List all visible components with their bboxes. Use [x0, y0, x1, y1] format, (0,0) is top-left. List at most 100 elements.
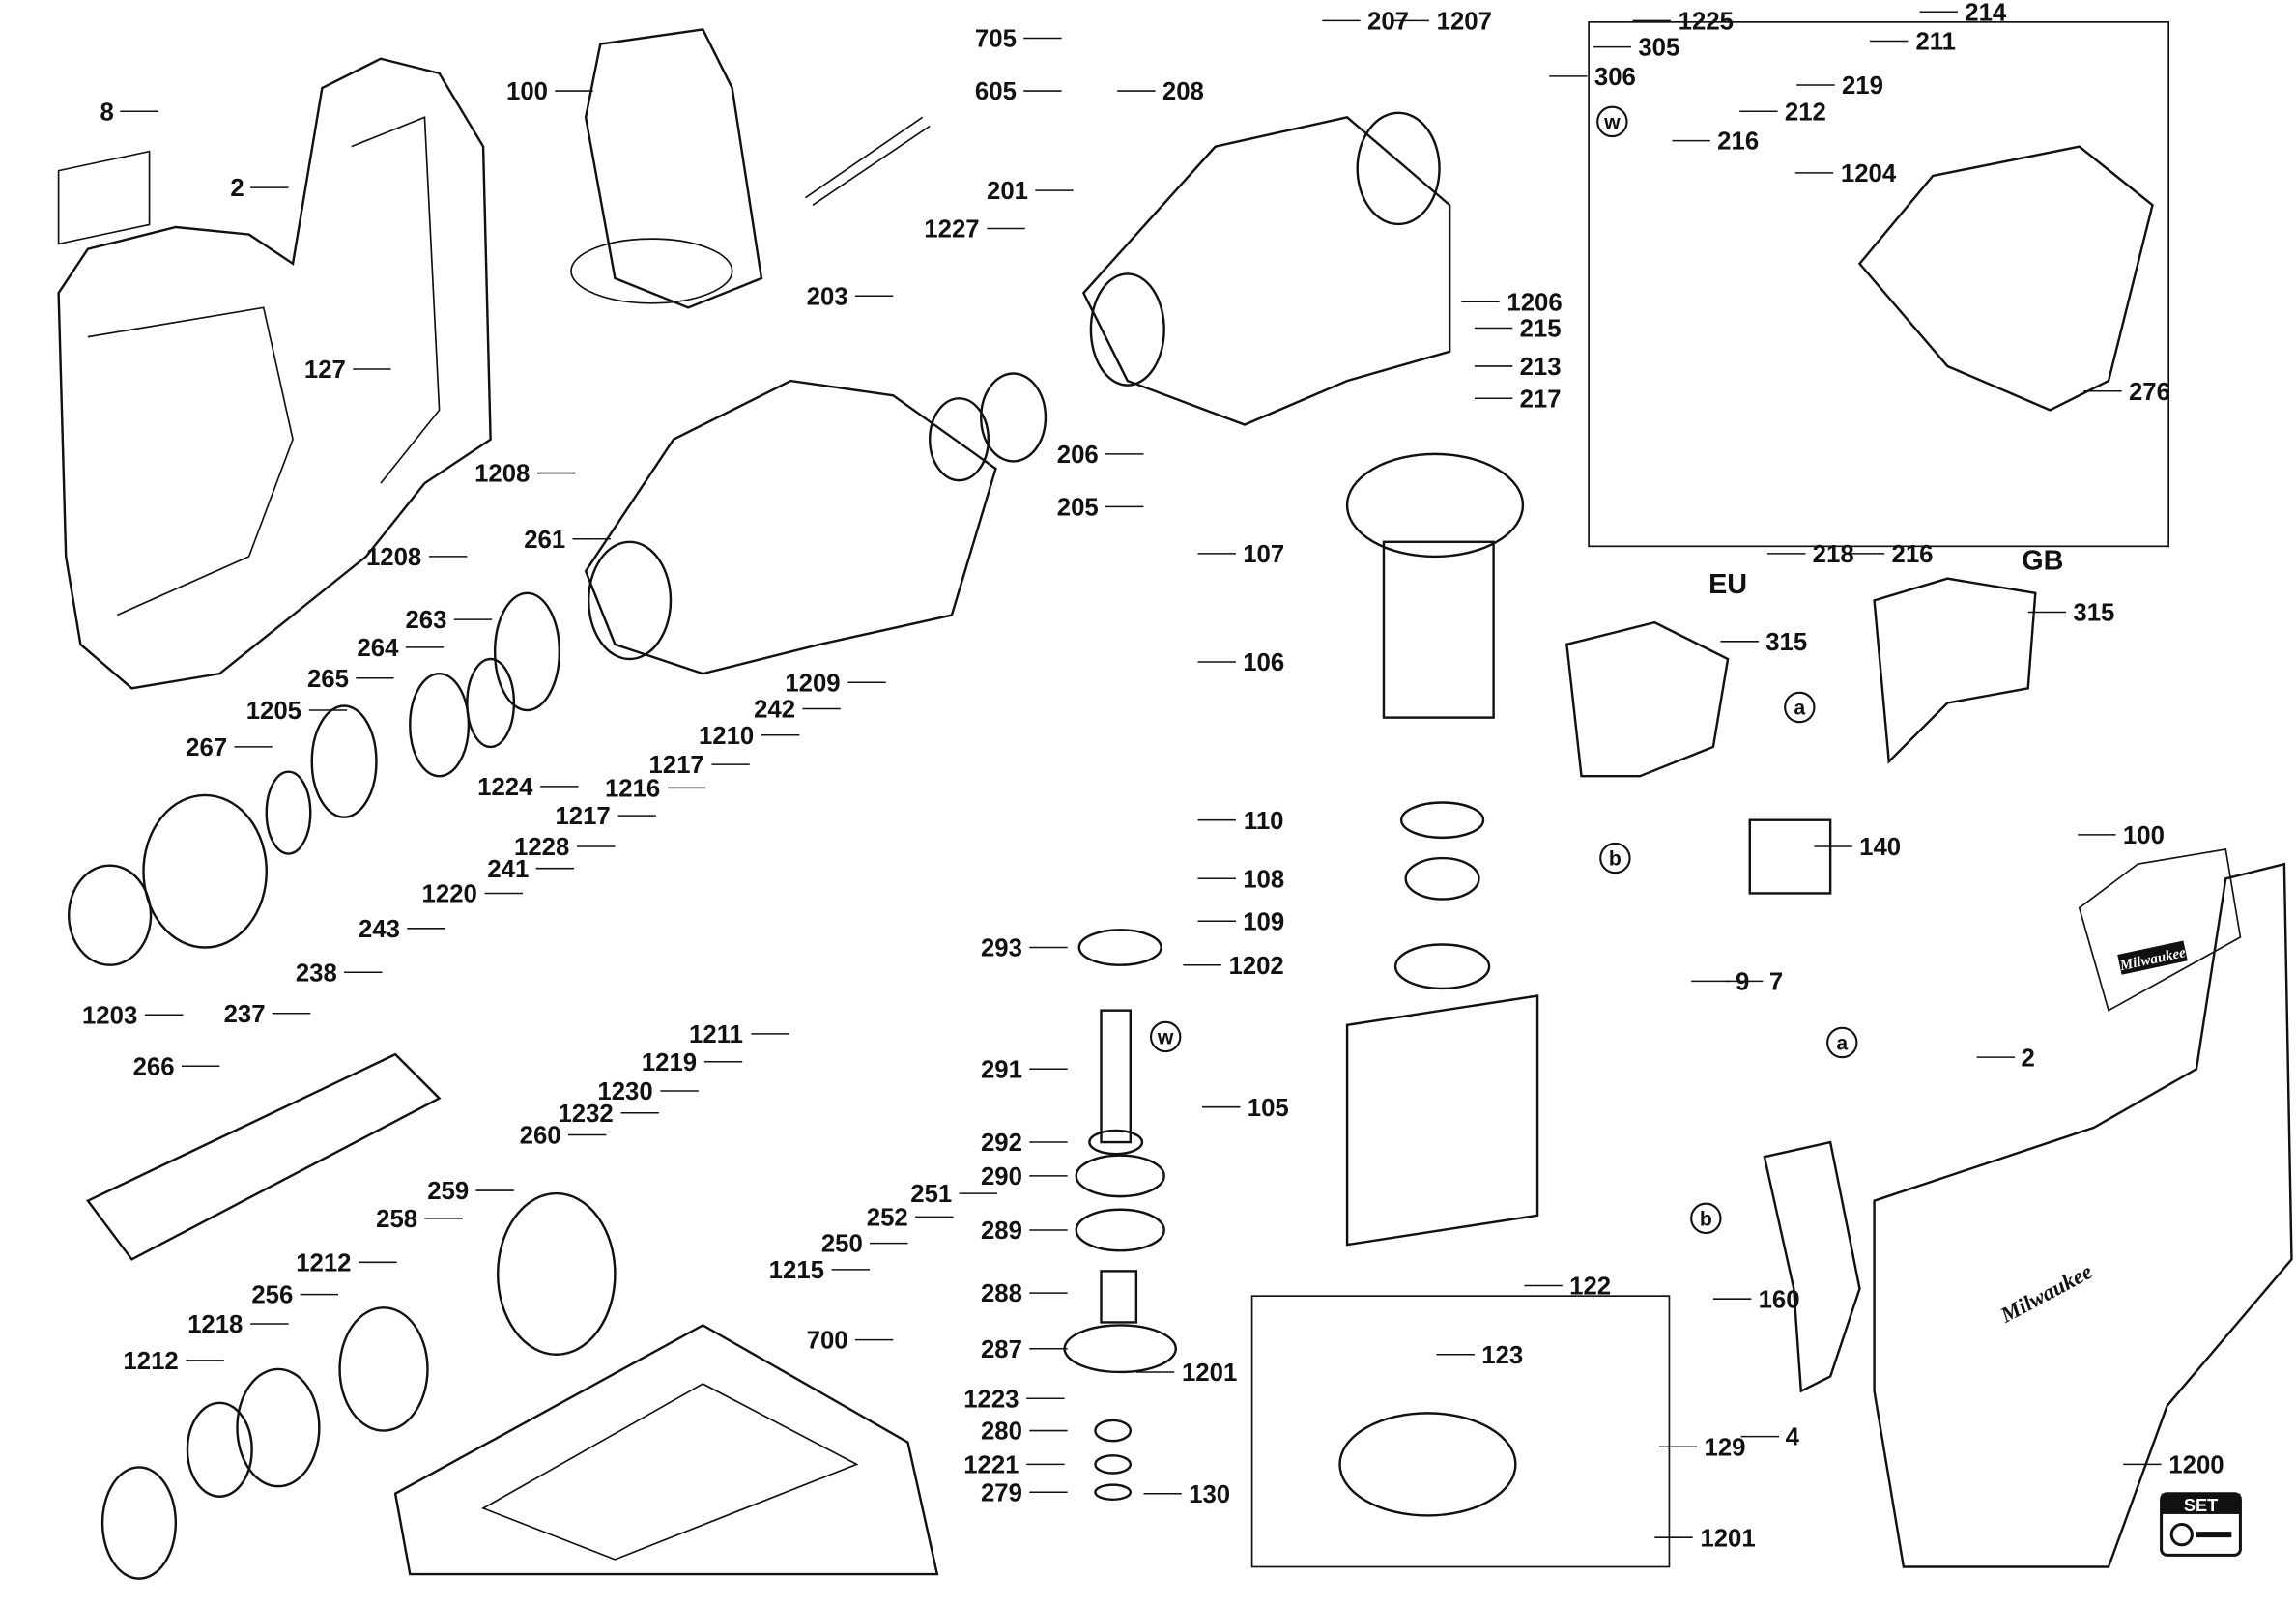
part-label-110: 110: [1244, 808, 1284, 835]
cover-opening: [1089, 272, 1165, 387]
part-label-4: 4: [1786, 1424, 1800, 1451]
part-label-1204: 1204: [1841, 160, 1897, 187]
part-label-106: 106: [1243, 649, 1284, 676]
ring-1227: [929, 397, 990, 482]
part-label-276: 276: [2129, 379, 2170, 406]
part-label-1209: 1209: [785, 670, 840, 697]
part-label-1203: 1203: [82, 1002, 137, 1029]
part-drawings: [57, 21, 2293, 1580]
part-label-1217: 1217: [555, 803, 610, 830]
stator-105: [1345, 994, 1539, 1247]
part-label-252: 252: [867, 1204, 908, 1231]
part-label-1228: 1228: [514, 834, 569, 861]
part-label-260: 260: [520, 1123, 561, 1150]
part-label-279: 279: [981, 1479, 1022, 1506]
nose-ring: [587, 540, 673, 661]
part-label-1212: 1212: [123, 1348, 178, 1375]
connector-marker-w: w: [1603, 111, 1621, 133]
part-label-1218: 1218: [187, 1311, 243, 1338]
case-lid: [481, 1383, 859, 1561]
switch-eu: [1565, 620, 1730, 778]
ring-258: [338, 1306, 429, 1432]
part-label-1205: 1205: [246, 698, 301, 725]
housing-211: [1857, 145, 2154, 412]
part-label-259: 259: [427, 1178, 469, 1205]
part-label-292: 292: [981, 1130, 1022, 1157]
part-label-288: 288: [981, 1280, 1022, 1307]
part-label-216: 216: [1717, 129, 1759, 156]
part-label-315: 315: [2073, 600, 2114, 627]
part-label-122: 122: [1569, 1274, 1611, 1301]
part-label-9: 9: [1736, 968, 1749, 995]
leader-lines: [120, 11, 2162, 1538]
connector-marker-b: b: [1700, 1208, 1712, 1230]
part-label-219: 219: [1842, 72, 1883, 100]
part-label-205: 205: [1057, 495, 1099, 522]
fan-107: [1345, 452, 1525, 559]
part-label-215: 215: [1520, 316, 1562, 343]
region-label-gb: GB: [2022, 546, 2063, 577]
gear-housing: [584, 379, 997, 675]
ring-201: [980, 372, 1048, 463]
part-label-108: 108: [1243, 866, 1284, 893]
part-label-306: 306: [1594, 64, 1636, 91]
part-label-605: 605: [975, 78, 1017, 105]
washer-icon: [2169, 1523, 2194, 1547]
part-label-290: 290: [981, 1163, 1022, 1190]
part-label-207: 207: [1367, 8, 1409, 35]
part-label-100: 100: [506, 78, 548, 105]
connector-marker-a: a: [1836, 1033, 1848, 1055]
part-label-127: 127: [304, 357, 346, 384]
part-label-242: 242: [754, 697, 795, 724]
part-label-1200: 1200: [2168, 1452, 2224, 1479]
part-label-1207: 1207: [1437, 8, 1492, 35]
part-label-1221: 1221: [963, 1452, 1019, 1479]
gear-290: [1075, 1154, 1165, 1198]
part-label-1201: 1201: [1182, 1360, 1237, 1387]
part-label-258: 258: [376, 1206, 417, 1233]
switch-gb: [1873, 577, 2037, 764]
part-label-1202: 1202: [1228, 953, 1283, 980]
part-label-1208: 1208: [366, 544, 421, 571]
gear-289: [1075, 1208, 1165, 1252]
part-label-287: 287: [981, 1336, 1022, 1363]
ring-1218: [186, 1401, 253, 1498]
side-handle-clamp: [570, 238, 733, 304]
part-label-241: 241: [487, 856, 529, 883]
ring-1202: [1393, 943, 1491, 990]
region-label-eu: EU: [1708, 569, 1747, 600]
region-labels: EU GB: [1708, 546, 2063, 600]
gear-293: [1077, 929, 1162, 966]
part-label-261: 261: [524, 527, 565, 554]
ring-292: [1088, 1129, 1144, 1156]
part-label-214: 214: [1965, 0, 2007, 26]
connector-marker-w: w: [1157, 1027, 1174, 1049]
part-label-2: 2: [2022, 1045, 2035, 1072]
connector-marker-circle: [1596, 105, 1628, 138]
part-label-1219: 1219: [642, 1049, 697, 1076]
part-label-109: 109: [1243, 908, 1284, 935]
brand-mark-body: Milwaukee: [1995, 1259, 2096, 1328]
housing-left: [57, 57, 492, 690]
part-label-212: 212: [1785, 99, 1826, 126]
part-label-238: 238: [296, 960, 337, 987]
part-label-1232: 1232: [558, 1101, 613, 1128]
part-label-251: 251: [910, 1181, 952, 1208]
part-label-206: 206: [1057, 442, 1099, 469]
part-label-1206: 1206: [1507, 289, 1562, 316]
capacitor-140: [1748, 818, 1832, 895]
part-label-211: 211: [1915, 29, 1956, 56]
ring-1205: [265, 770, 312, 855]
side-handle: [584, 28, 763, 309]
part-label-130: 130: [1189, 1481, 1230, 1508]
part-label-267: 267: [186, 734, 227, 761]
part-label-315: 315: [1765, 629, 1807, 656]
sleeve-288: [1100, 1270, 1138, 1324]
part-label-8: 8: [100, 99, 113, 126]
part-label-293: 293: [981, 935, 1022, 962]
part-label-289: 289: [981, 1218, 1022, 1245]
set-badge: SET: [2160, 1492, 2242, 1557]
brand-plate-handle: [2117, 940, 2188, 975]
